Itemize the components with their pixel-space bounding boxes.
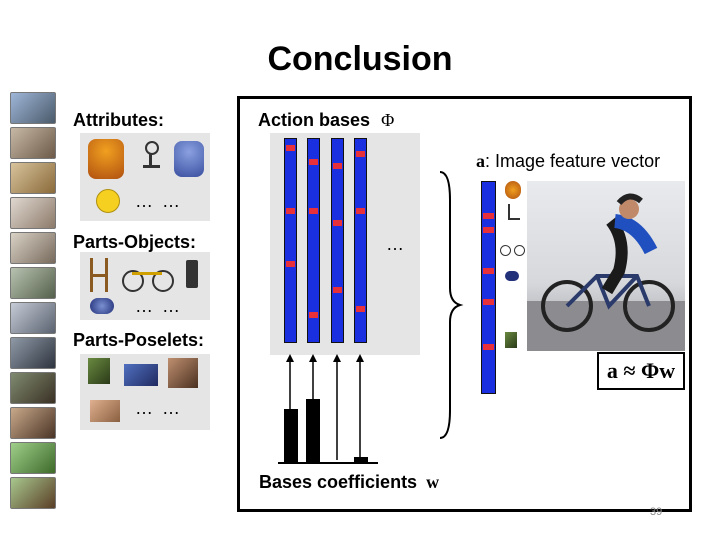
- action-basis-column: [331, 138, 344, 343]
- feature-marker: [483, 227, 494, 233]
- helmet-small-icon: [505, 271, 519, 281]
- basis-marker: [309, 312, 318, 318]
- parts-objects-label: Parts-Objects:: [73, 232, 197, 252]
- action-bases-label: Action bases Φ: [258, 110, 394, 131]
- basis-marker: [286, 208, 295, 214]
- w-symbol: w: [426, 472, 440, 492]
- coefficient-arrow-head: [309, 354, 317, 362]
- bicycle-icon: [122, 264, 174, 292]
- action-basis-column: [354, 138, 367, 343]
- basis-marker: [333, 220, 342, 226]
- basis-marker: [333, 287, 342, 293]
- equation-box: a ≈ Φw: [597, 352, 685, 390]
- grouping-brace: [439, 171, 464, 439]
- slide-title: Conclusion: [267, 40, 453, 78]
- example-image-drinking: [10, 197, 56, 229]
- example-image-computer: [10, 337, 56, 369]
- basis-marker: [309, 159, 318, 165]
- action-bases-text: Action bases: [258, 110, 371, 130]
- example-image-horse: [10, 477, 56, 509]
- example-image-office: [10, 302, 56, 334]
- cellphone-icon: [186, 260, 198, 288]
- basis-marker: [356, 208, 365, 214]
- poselet-small-icon: [505, 332, 517, 348]
- basis-marker: [356, 151, 365, 157]
- basis-marker: [286, 261, 295, 267]
- attributes-label: Attributes:: [73, 110, 164, 130]
- basis-marker: [286, 145, 295, 151]
- helmet-icon: [90, 298, 114, 314]
- feature-vector-symbol: a: [476, 151, 485, 171]
- action-basis-column: [307, 138, 320, 343]
- poselet-image-arm: [124, 364, 158, 386]
- feature-vector-text: : Image feature vector: [485, 151, 661, 171]
- basis-marker: [309, 208, 318, 214]
- rider-icon: [88, 139, 124, 179]
- bases-coefficients-text: Bases coefficients: [259, 472, 418, 492]
- coefficient-arrow-head: [333, 354, 341, 362]
- example-image-portrait: [10, 407, 56, 439]
- example-image-group: [10, 267, 56, 299]
- example-image-sitting: [10, 232, 56, 264]
- rider-small-icon: [505, 181, 521, 199]
- page-number: 39: [650, 506, 663, 518]
- coefficient-arrow-head: [286, 354, 294, 362]
- coefficient-bar: [284, 409, 298, 462]
- poselet-image-hands: [90, 400, 120, 422]
- coefficient-baseline: [278, 462, 378, 464]
- coefficient-bar: [354, 457, 368, 462]
- action-basis-column: [284, 138, 297, 343]
- bicycle-small-icon: [500, 242, 526, 256]
- feature-marker: [483, 344, 494, 350]
- example-image-photo: [10, 372, 56, 404]
- feature-vector-column: [481, 181, 496, 394]
- sitting-figure-icon: [140, 141, 162, 175]
- example-image-reading: [10, 162, 56, 194]
- bases-coefficients-label: Bases coefficients w: [259, 472, 439, 493]
- feature-vector-label: a: Image feature vector: [476, 151, 660, 172]
- attributes-panel: … …: [80, 133, 210, 221]
- example-image-outdoor: [10, 442, 56, 474]
- coefficient-arrows: [286, 354, 364, 460]
- action-bases-frame: [237, 96, 692, 512]
- coefficient-arrow-head: [356, 354, 364, 362]
- attributes-ellipsis: … …: [135, 191, 183, 211]
- feature-marker: [483, 213, 494, 219]
- smiley-icon: [96, 189, 120, 213]
- example-image-bike: [10, 92, 56, 124]
- action-bases-ellipsis: …: [386, 234, 406, 254]
- phi-symbol: Φ: [381, 110, 395, 130]
- poselet-image-phone-call: [168, 358, 198, 388]
- parts-poselets-ellipsis: … …: [135, 398, 183, 418]
- writing-figure-icon: [174, 141, 204, 177]
- parts-objects-panel: … …: [80, 252, 210, 320]
- poselet-image-legs: [88, 358, 110, 384]
- example-image-phone: [10, 127, 56, 159]
- feature-marker: [483, 299, 494, 305]
- basis-marker: [333, 163, 342, 169]
- feature-marker: [483, 268, 494, 274]
- cyclist-photo: [527, 181, 685, 351]
- basis-marker: [356, 306, 365, 312]
- parts-poselets-panel: … …: [80, 354, 210, 430]
- example-images-strip: [10, 92, 56, 524]
- parts-objects-ellipsis: … …: [135, 296, 183, 316]
- chair-icon: [90, 258, 108, 292]
- sitting-small-icon: [508, 204, 520, 220]
- parts-poselets-label: Parts-Poselets:: [73, 330, 205, 350]
